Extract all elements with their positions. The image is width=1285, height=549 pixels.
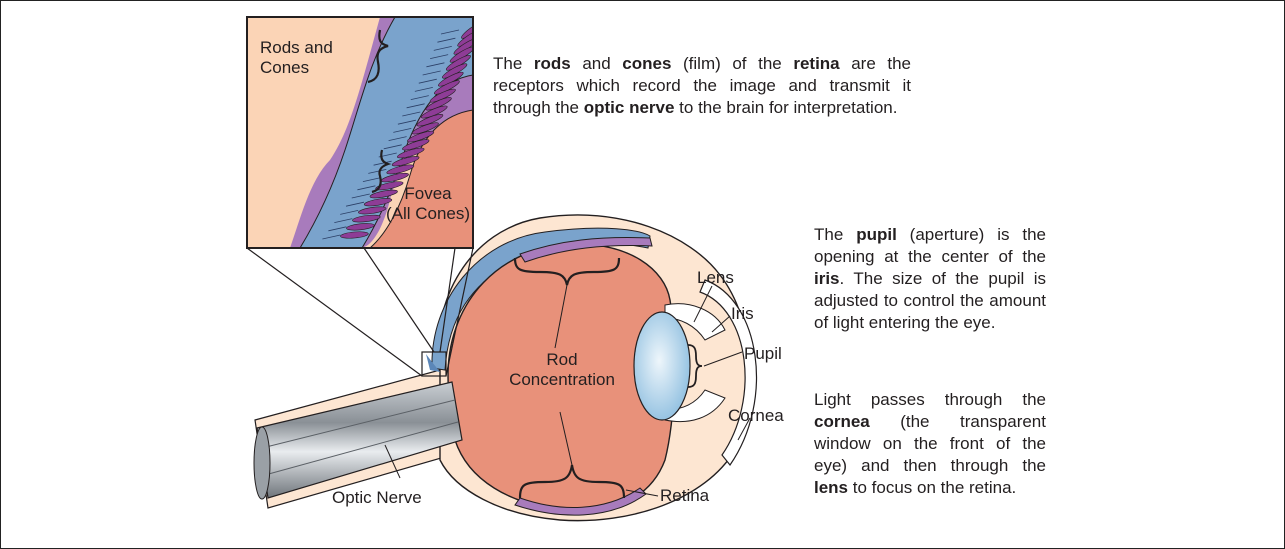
iris-label: Iris bbox=[731, 304, 754, 324]
lens-label: Lens bbox=[697, 268, 734, 288]
text-run: (film) of the bbox=[671, 54, 793, 73]
bold-term: optic nerve bbox=[584, 98, 675, 117]
bold-term: cornea bbox=[814, 412, 870, 431]
text-run: to the brain for interpretation. bbox=[674, 98, 897, 117]
text-run: Light passes through the bbox=[814, 390, 1046, 409]
bold-term: cones bbox=[622, 54, 671, 73]
text-run: The bbox=[493, 54, 534, 73]
bold-term: rods bbox=[534, 54, 571, 73]
cornea-label: Cornea bbox=[728, 406, 784, 426]
text-run: and bbox=[571, 54, 623, 73]
light-paragraph: Light passes through the cornea (the tra… bbox=[814, 389, 1046, 499]
text-run: to focus on the retina. bbox=[848, 478, 1016, 497]
bold-term: iris bbox=[814, 269, 840, 288]
retina-label: Retina bbox=[660, 486, 709, 506]
rods-and-cones-label: Rods and Cones bbox=[260, 38, 333, 79]
optic-nerve-label: Optic Nerve bbox=[332, 488, 422, 508]
text-run: The bbox=[814, 225, 856, 244]
fovea-label: Fovea (All Cones) bbox=[383, 184, 473, 225]
bold-term: pupil bbox=[856, 225, 897, 244]
bold-term: lens bbox=[814, 478, 848, 497]
optic-nerve-cut-end bbox=[254, 427, 270, 499]
rods-cones-paragraph: The rods and cones (film) of the retina … bbox=[493, 53, 911, 119]
lens bbox=[634, 312, 690, 420]
bold-term: retina bbox=[793, 54, 839, 73]
pupil-paragraph: The pupil (aperture) is the opening at t… bbox=[814, 224, 1046, 334]
text-run: . The size of the pupil is adjusted to c… bbox=[814, 269, 1046, 332]
rod-concentration-label: Rod Concentration bbox=[487, 350, 637, 391]
pupil-label: Pupil bbox=[744, 344, 782, 364]
